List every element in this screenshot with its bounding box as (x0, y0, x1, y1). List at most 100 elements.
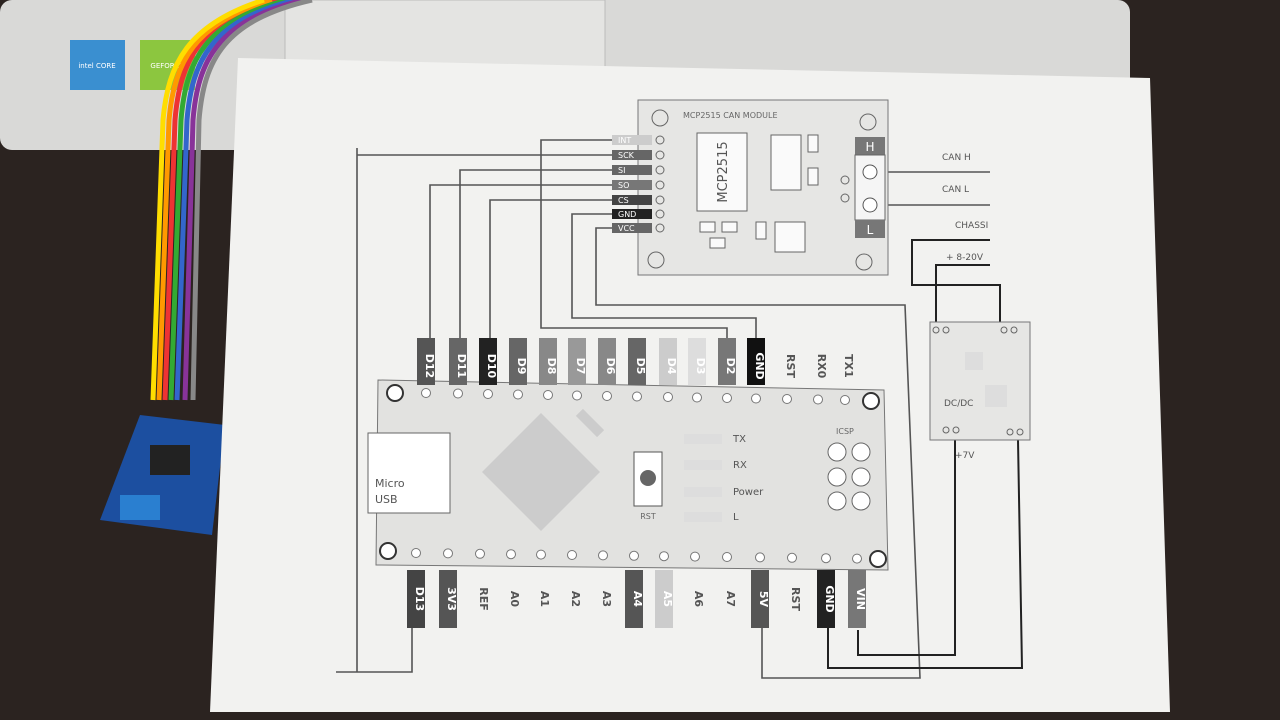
laptop-touchpad (284, 0, 606, 71)
svg-text:INT: INT (618, 136, 631, 145)
pin-si: SI (612, 165, 652, 175)
pin-label-bottom: A0 (508, 591, 521, 608)
pin-label-top: D11 (449, 338, 468, 385)
svg-text:ICSP: ICSP (836, 427, 854, 436)
svg-text:D7: D7 (574, 358, 587, 375)
svg-text:RX: RX (733, 460, 747, 471)
pin-label-bottom: A1 (538, 591, 551, 607)
pin-label-top: RST (784, 354, 797, 378)
can-l-label: CAN L (942, 185, 969, 195)
svg-text:A0: A0 (508, 591, 521, 608)
pin-label-top: D8 (539, 338, 558, 385)
svg-text:Micro: Micro (375, 477, 405, 490)
pin-gnd: GND (612, 209, 652, 219)
pin-label-bottom: 5V (751, 570, 770, 628)
pin-so: SO (612, 180, 652, 190)
pin-label-top: D2 (718, 338, 737, 385)
svg-text:REF: REF (477, 587, 490, 611)
svg-text:D12: D12 (423, 354, 436, 378)
pin-label-bottom: REF (477, 587, 490, 611)
pin-label-bottom: 3V3 (439, 570, 458, 628)
pin-cs: CS (612, 195, 652, 205)
pin-label-top: D10 (479, 338, 498, 385)
svg-text:3V3: 3V3 (445, 587, 458, 611)
svg-text:CS: CS (618, 196, 629, 205)
supply-label: + 8-20V (946, 253, 984, 263)
can-h-terminal (855, 137, 885, 155)
svg-text:SCK: SCK (618, 151, 635, 160)
svg-text:A3: A3 (600, 591, 613, 607)
pin-label-top: D7 (568, 338, 587, 385)
svg-text:RST: RST (789, 587, 802, 611)
svg-text:MCP2515 CAN MODULE: MCP2515 CAN MODULE (683, 111, 778, 120)
pin-label-top: D5 (628, 338, 647, 385)
wires (336, 139, 990, 679)
svg-text:VIN: VIN (854, 588, 867, 610)
micro-usb-port: Micro USB (367, 432, 451, 514)
chassis-label: CHASSI (955, 221, 988, 231)
pin-label-top: D12 (417, 338, 436, 385)
svg-text:A1: A1 (538, 591, 551, 607)
svg-text:L: L (867, 223, 874, 237)
can-module-pins: INT SCK SI SO CS GND VCC (612, 135, 665, 233)
svg-text:RST: RST (784, 354, 797, 378)
svg-text:TX1: TX1 (842, 354, 855, 378)
svg-text:USB: USB (375, 493, 398, 506)
dcdc-output-label: +7V (955, 451, 975, 461)
svg-text:Power: Power (733, 487, 764, 498)
svg-text:5V: 5V (757, 591, 770, 608)
pin-vcc: VCC (612, 223, 652, 233)
svg-text:RX0: RX0 (815, 354, 828, 379)
pin-int: INT (612, 135, 652, 145)
pin-label-bottom: A3 (600, 591, 613, 607)
svg-text:SO: SO (618, 181, 629, 190)
pin-label-top: GND (747, 338, 766, 385)
arduino-nano: Micro USB RST TX RX Power L ICSP (367, 379, 889, 571)
svg-text:D11: D11 (455, 354, 468, 378)
svg-text:H: H (865, 140, 874, 154)
svg-text:VCC: VCC (618, 224, 635, 233)
svg-text:MCP2515: MCP2515 (716, 141, 731, 202)
svg-text:GEFORCE: GEFORCE (150, 62, 183, 70)
svg-text:RST: RST (640, 512, 656, 521)
svg-text:TX: TX (732, 434, 746, 445)
can-l-terminal (855, 220, 885, 238)
pin-label-bottom: A4 (625, 570, 644, 628)
svg-text:D5: D5 (634, 358, 647, 375)
svg-text:D10: D10 (485, 354, 498, 379)
svg-text:A2: A2 (569, 591, 582, 607)
pin-label-bottom: A6 (692, 591, 705, 608)
can-module: MCP2515 CAN MODULE MCP2515 H L (637, 99, 889, 276)
pin-label-bottom: VIN (848, 570, 867, 628)
intel-sticker: intel CORE (70, 40, 125, 90)
pin-label-bottom: A2 (569, 591, 582, 607)
svg-text:L: L (733, 512, 739, 523)
svg-text:D4: D4 (665, 358, 678, 375)
pin-label-top: D3 (688, 338, 707, 385)
pin-label-top: D4 (659, 338, 678, 385)
svg-text:intel CORE: intel CORE (78, 62, 115, 70)
dcdc-converter: DC/DC (929, 321, 1031, 441)
pin-label-bottom: RST (789, 587, 802, 611)
pin-sck: SCK (612, 150, 652, 160)
svg-text:D2: D2 (724, 358, 737, 375)
can-h-label: CAN H (942, 153, 971, 163)
pin-label-bottom: A7 (724, 591, 737, 607)
pin-label-top: D9 (509, 338, 528, 385)
pin-label-bottom: D13 (407, 570, 426, 628)
pin-label-bottom: GND (817, 570, 836, 628)
svg-text:SI: SI (618, 166, 625, 175)
svg-text:DC/DC: DC/DC (944, 399, 973, 409)
ribbon-cable (150, 0, 313, 401)
svg-text:GND: GND (753, 352, 766, 379)
status-leds: TX RX Power L (684, 434, 764, 523)
svg-text:D3: D3 (694, 358, 707, 375)
can-module-board-photo (100, 415, 225, 535)
svg-text:GND: GND (823, 585, 836, 612)
svg-text:A6: A6 (692, 591, 705, 608)
pin-label-top: TX1 (842, 354, 855, 378)
pin-label-top: D6 (598, 338, 617, 385)
pin-label-bottom: A5 (655, 570, 674, 628)
